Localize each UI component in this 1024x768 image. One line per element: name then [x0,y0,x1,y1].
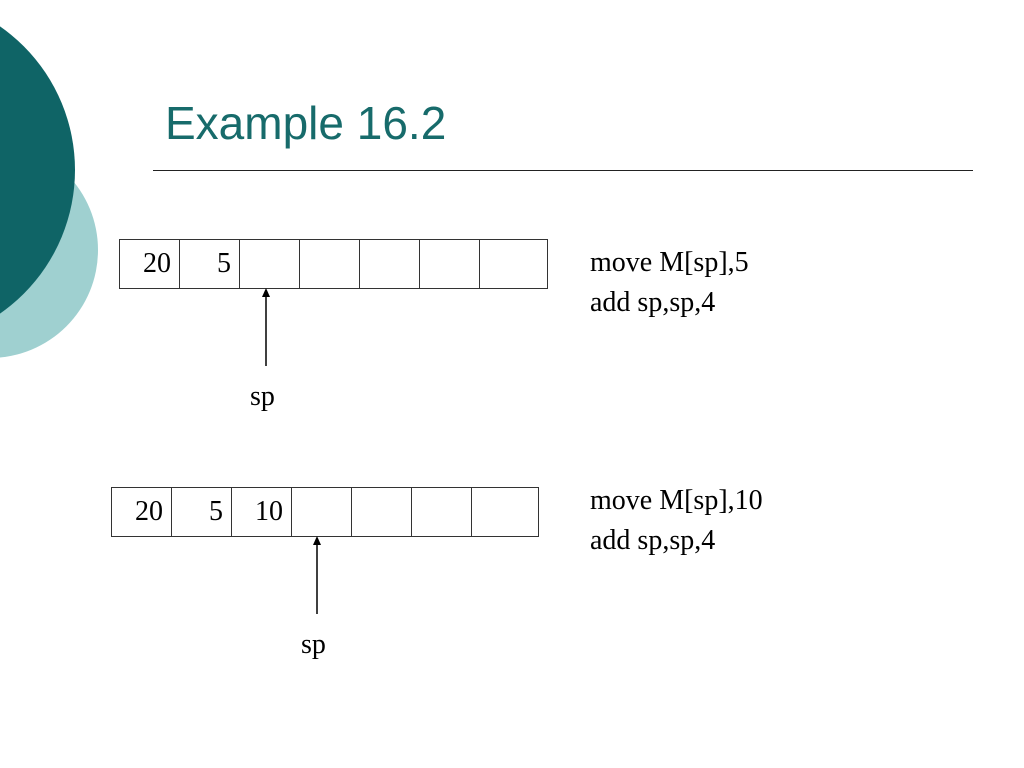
code-block-2: move M[sp],10 add sp,sp,4 [590,481,763,561]
memory-cell [292,488,352,536]
code-line: add sp,sp,4 [590,287,716,318]
memory-cell [480,240,548,288]
memory-cell [360,240,420,288]
decorative-circles [0,26,98,358]
stack-pointer-arrow-1 [262,288,270,366]
code-line: add sp,sp,4 [590,525,716,556]
code-line: move M[sp],10 [590,485,763,516]
slide-title: Example 16.2 [165,97,447,149]
memory-cell: 20 [120,240,180,288]
stack-pointer-arrow-2 [313,536,321,614]
memory-cell: 5 [172,488,232,536]
memory-cell [472,488,539,536]
memory-cell [352,488,412,536]
code-line: move M[sp],5 [590,247,749,278]
memory-cell [412,488,472,536]
memory-cell: 5 [180,240,240,288]
memory-cell: 20 [112,488,172,536]
memory-cell [300,240,360,288]
code-block-1: move M[sp],5 add sp,sp,4 [590,243,749,323]
memory-cell [240,240,300,288]
memory-cell: 10 [232,488,292,536]
stack-pointer-label-2: sp [301,629,326,660]
dark-teal-circle [0,26,75,314]
stack-pointer-label-1: sp [250,381,275,412]
memory-array-2: 20 5 10 [111,487,539,537]
title-divider [153,170,973,171]
memory-cell [420,240,480,288]
memory-array-1: 20 5 [119,239,548,289]
